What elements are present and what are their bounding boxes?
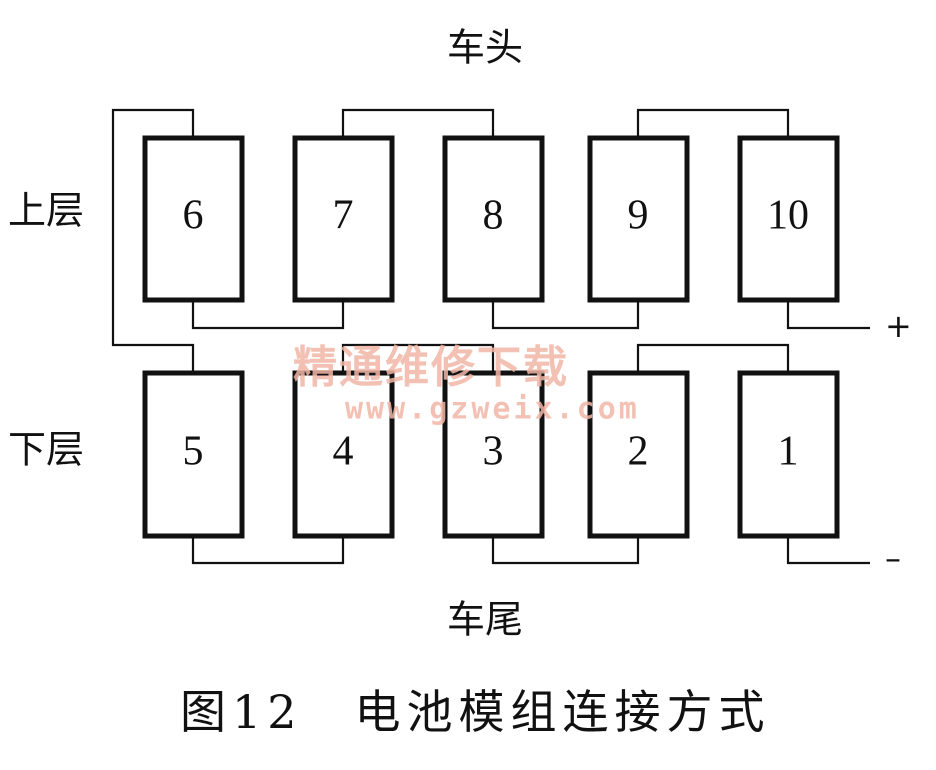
wire-10-9	[636, 108, 790, 138]
figure-caption: 图12 电池模组连接方式	[180, 685, 771, 739]
negative-terminal-label: –	[885, 539, 901, 577]
wire-2-1	[636, 343, 790, 373]
battery-cell-6	[142, 135, 245, 303]
battery-cell-8	[442, 135, 545, 303]
battery-cell-4	[292, 370, 395, 539]
cell-number-4: 4	[333, 429, 354, 475]
front-label: 车头	[447, 26, 523, 70]
lower-layer-cells: 5 4 3 2 1	[142, 370, 840, 539]
battery-cell-7	[292, 135, 395, 303]
wire-7-6	[191, 300, 345, 330]
cell-number-6: 6	[183, 193, 204, 239]
cell-number-7: 7	[333, 193, 354, 239]
cell-number-3: 3	[483, 429, 504, 475]
watermark-title: 精通维修下载	[293, 342, 569, 393]
battery-cell-10	[737, 135, 840, 303]
battery-cell-3	[442, 370, 545, 539]
cell-number-10: 10	[767, 193, 809, 239]
cell-number-5: 5	[183, 429, 204, 475]
wire-6-5	[111, 108, 195, 373]
rear-label: 车尾	[447, 598, 523, 642]
wire-3-2	[491, 536, 640, 565]
wire-9-8	[491, 300, 640, 330]
upper-layer-cells: 6 7 8 9 10	[142, 135, 840, 303]
watermark-url: www.gzweix.com	[345, 392, 640, 427]
cell-number-2: 2	[628, 429, 649, 475]
wire-positive-terminal	[786, 300, 870, 330]
cell-number-8: 8	[483, 193, 504, 239]
wire-5-4	[191, 536, 345, 565]
watermark: 精通维修下载 www.gzweix.com	[293, 342, 640, 427]
battery-cell-5	[142, 370, 245, 539]
wire-8-7	[341, 108, 495, 138]
wire-negative-terminal	[786, 536, 870, 565]
upper-layer-label: 上层	[8, 189, 84, 233]
battery-cell-1	[737, 370, 840, 539]
cell-number-1: 1	[778, 429, 799, 475]
lower-layer-label: 下层	[8, 428, 84, 472]
positive-terminal-label: +	[885, 307, 912, 345]
battery-cell-9	[587, 135, 690, 303]
cell-number-9: 9	[628, 193, 649, 239]
battery-cell-2	[587, 370, 690, 539]
wire-4-3	[341, 343, 495, 373]
connection-wires	[111, 108, 870, 565]
